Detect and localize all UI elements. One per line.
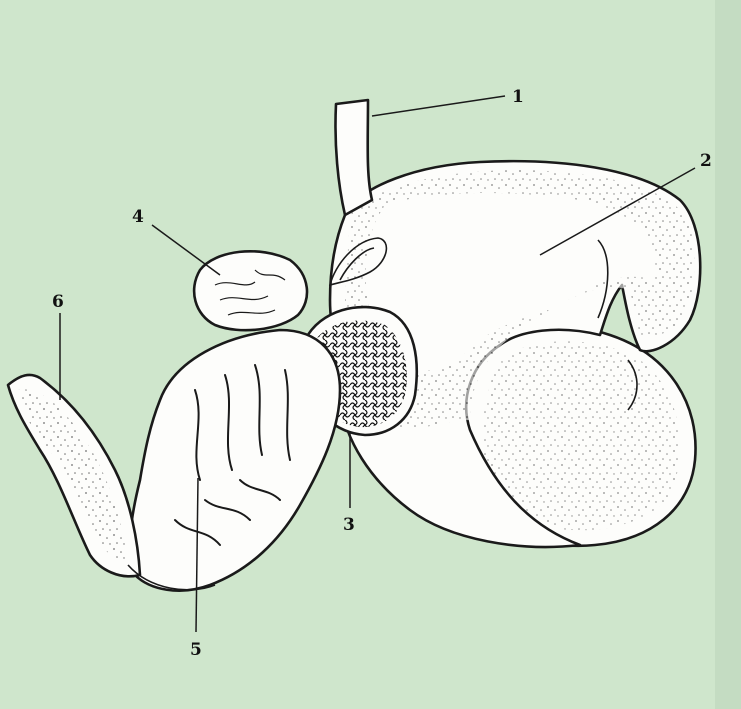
callout-3: 3 [343, 515, 355, 535]
callout-2: 2 [700, 151, 712, 171]
paper-shadow-right [715, 0, 741, 709]
callout-4: 4 [132, 207, 144, 227]
callout-5: 5 [190, 640, 202, 660]
callout-1: 1 [512, 87, 524, 107]
callout-6: 6 [52, 292, 64, 312]
omasum [194, 251, 307, 330]
esophagus [335, 100, 372, 215]
